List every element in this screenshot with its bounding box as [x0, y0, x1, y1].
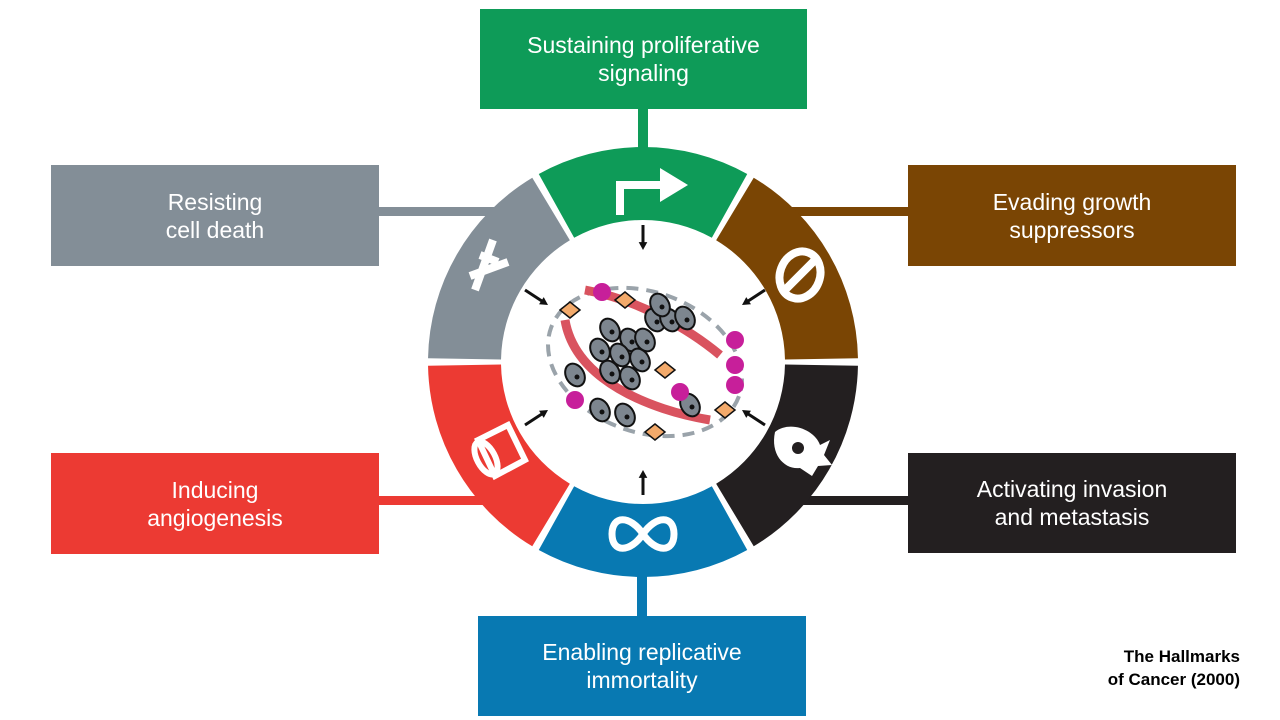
blood-vessel-icon	[471, 420, 529, 481]
ring-segment-proliferative	[538, 146, 748, 238]
hallmark-box-growth-suppressors: Evading growth suppressors	[908, 165, 1236, 266]
ring-segment-growth-suppressors	[716, 177, 858, 360]
connector-invasion	[790, 496, 910, 505]
prohibition-icon	[775, 247, 825, 303]
hallmark-box-invasion: Activating invasion and metastasis	[908, 453, 1236, 553]
figure-caption: The Hallmarks of Cancer (2000)	[1107, 647, 1240, 689]
hallmark-label: Resisting cell death	[165, 188, 265, 243]
ring-segment-angiogenesis	[428, 364, 570, 547]
hallmark-label: Evading growth suppressors	[992, 188, 1152, 243]
hallmark-box-angiogenesis: Inducing angiogenesis	[51, 453, 379, 554]
connector-proliferative	[638, 109, 648, 159]
hallmark-label: Activating invasion and metastasis	[976, 476, 1168, 530]
invasive-cell-icon	[774, 426, 832, 476]
tumor-illustration	[546, 283, 744, 441]
connector-angiogenesis	[378, 496, 498, 505]
cross-icon	[468, 238, 510, 292]
hallmark-box-cell-death: Resisting cell death	[51, 165, 379, 266]
hallmark-label: Sustaining proliferative signaling	[527, 32, 760, 86]
hallmark-label: Enabling replicative immortality	[542, 639, 742, 693]
inward-arrows	[524, 225, 766, 495]
bent-arrow-icon	[616, 168, 688, 215]
connector-growth-suppressors	[790, 207, 910, 216]
hallmark-box-proliferative: Sustaining proliferative signaling	[480, 9, 807, 109]
connector-immortality	[637, 560, 647, 618]
connector-cell-death	[378, 207, 498, 216]
hallmark-box-immortality: Enabling replicative immortality	[478, 616, 806, 716]
hallmark-label: Inducing angiogenesis	[147, 476, 283, 531]
infinity-icon	[608, 516, 678, 552]
